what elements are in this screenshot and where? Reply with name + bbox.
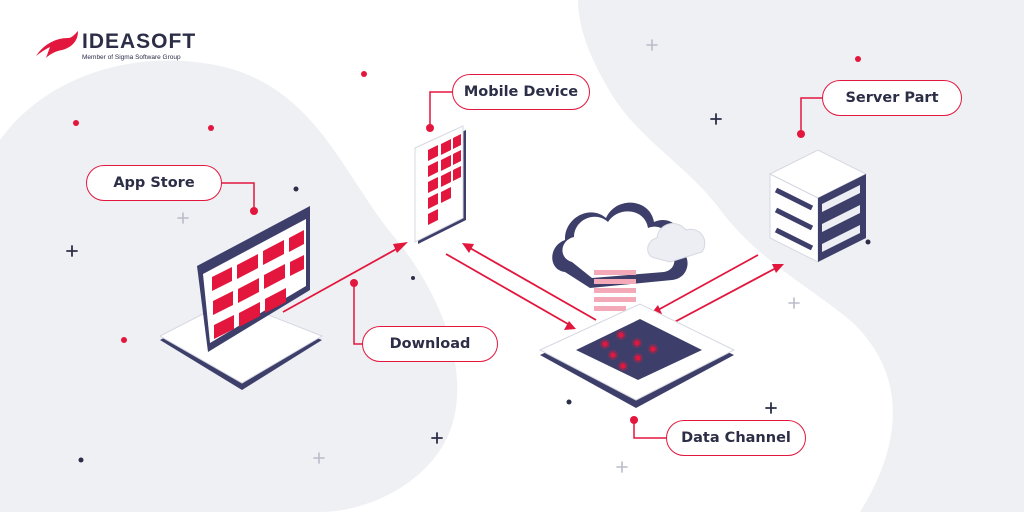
server-illustration <box>768 149 868 263</box>
label-server-part: Server Part <box>822 80 962 116</box>
laptop-app-tiles <box>212 230 304 339</box>
laptop-illustration <box>158 206 324 390</box>
chip-core <box>576 319 702 380</box>
brand-name: IDEASOFT <box>82 30 197 53</box>
connector-download <box>353 283 364 345</box>
label-download: Download <box>362 326 498 362</box>
arrow-mobile-to-channel-head <box>564 321 576 330</box>
brand-text: IDEASOFT Member of Sigma Software Group <box>82 30 197 61</box>
arrow-channel-to-mobile-head <box>462 243 474 253</box>
label-mobile-device: Mobile Device <box>452 74 590 110</box>
brand-logo: IDEASOFT Member of Sigma Software Group <box>82 30 197 61</box>
label-app-store: App Store <box>86 165 222 201</box>
mobile-app-tiles <box>428 134 461 225</box>
chip-nodes <box>600 330 658 371</box>
arrow-channel-to-mobile <box>469 247 597 321</box>
arrow-laptop-to-mobile <box>282 246 401 313</box>
label-connector-dots <box>250 124 805 424</box>
decorative-crosses <box>66 39 800 473</box>
arrow-channel-to-server-head <box>772 264 784 273</box>
label-data-channel: Data Channel <box>666 420 806 456</box>
brand-tagline: Member of Sigma Software Group <box>82 54 181 61</box>
connector-server-part <box>800 97 824 133</box>
background-blob-right <box>578 0 1024 512</box>
connector-app-store <box>220 182 255 211</box>
connector-mobile-device <box>429 91 454 127</box>
cloud-small <box>647 223 706 263</box>
label-connectors <box>220 91 824 439</box>
cloud-data-stripes <box>594 270 636 311</box>
cloud-front <box>562 211 675 278</box>
connector-data-channel <box>633 420 668 439</box>
arrow-laptop-to-mobile-head <box>393 242 408 253</box>
ideasoft-logo-icon <box>36 31 78 58</box>
decorative-dots <box>73 56 871 463</box>
arrow-mobile-to-channel <box>445 253 569 325</box>
arrow-server-to-channel <box>657 254 759 311</box>
data-channel-illustration <box>538 303 736 408</box>
mobile-illustration <box>414 125 466 244</box>
cloud-illustration <box>552 202 706 311</box>
